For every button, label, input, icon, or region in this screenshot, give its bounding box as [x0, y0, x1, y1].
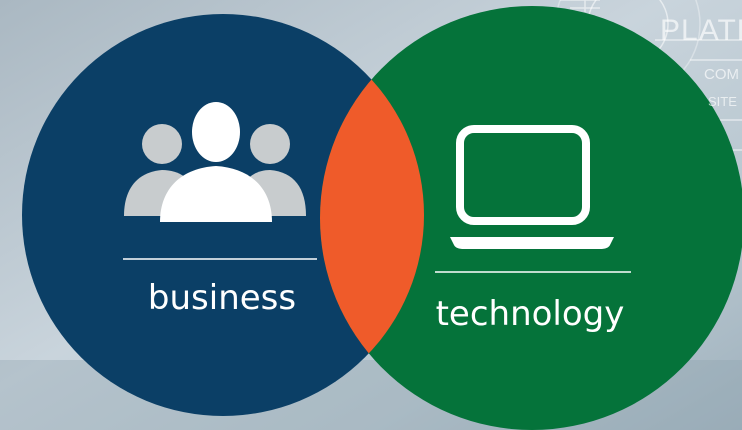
- background-text-platform: PLATFO: [660, 14, 742, 47]
- background-text-com: COM: [704, 66, 739, 83]
- user-group-icon: [124, 102, 306, 222]
- business-label: business: [147, 278, 297, 318]
- background-text-site: SITE: [708, 94, 737, 109]
- laptop-icon: [450, 125, 614, 249]
- technology-label: technology: [435, 294, 625, 334]
